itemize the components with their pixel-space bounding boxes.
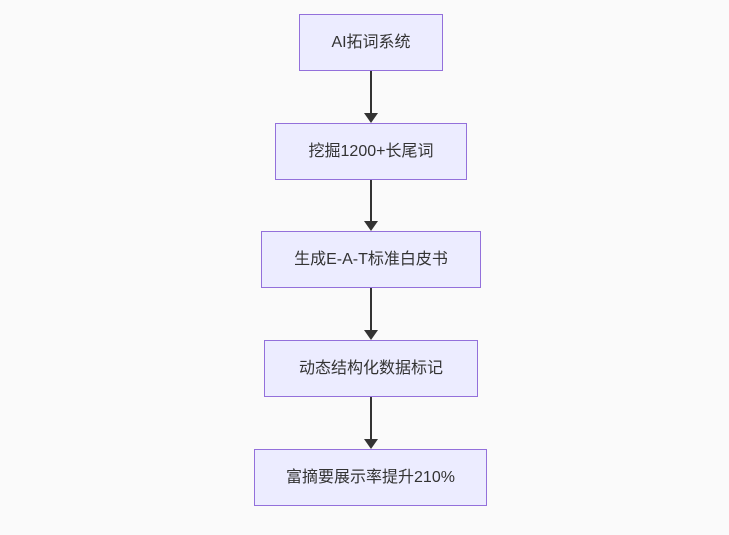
arrow-line xyxy=(370,71,372,113)
arrowhead-icon xyxy=(364,439,378,449)
arrowhead-icon xyxy=(364,113,378,123)
flowchart-node-5: 富摘要展示率提升210% xyxy=(254,449,487,506)
node-label: 挖掘1200+长尾词 xyxy=(308,142,434,160)
node-label: 生成E-A-T标准白皮书 xyxy=(294,250,448,268)
arrow-line xyxy=(370,397,372,439)
arrowhead-icon xyxy=(364,221,378,231)
arrow-line xyxy=(370,180,372,221)
arrow-line xyxy=(370,288,372,330)
flowchart-node-1: AI拓词系统 xyxy=(299,14,443,71)
flowchart-node-4: 动态结构化数据标记 xyxy=(264,340,478,397)
flowchart-node-2: 挖掘1200+长尾词 xyxy=(275,123,467,180)
node-label: AI拓词系统 xyxy=(331,33,411,51)
node-label: 富摘要展示率提升210% xyxy=(286,468,455,486)
node-label: 动态结构化数据标记 xyxy=(298,359,443,377)
arrowhead-icon xyxy=(364,330,378,340)
flowchart-node-3: 生成E-A-T标准白皮书 xyxy=(261,231,481,288)
